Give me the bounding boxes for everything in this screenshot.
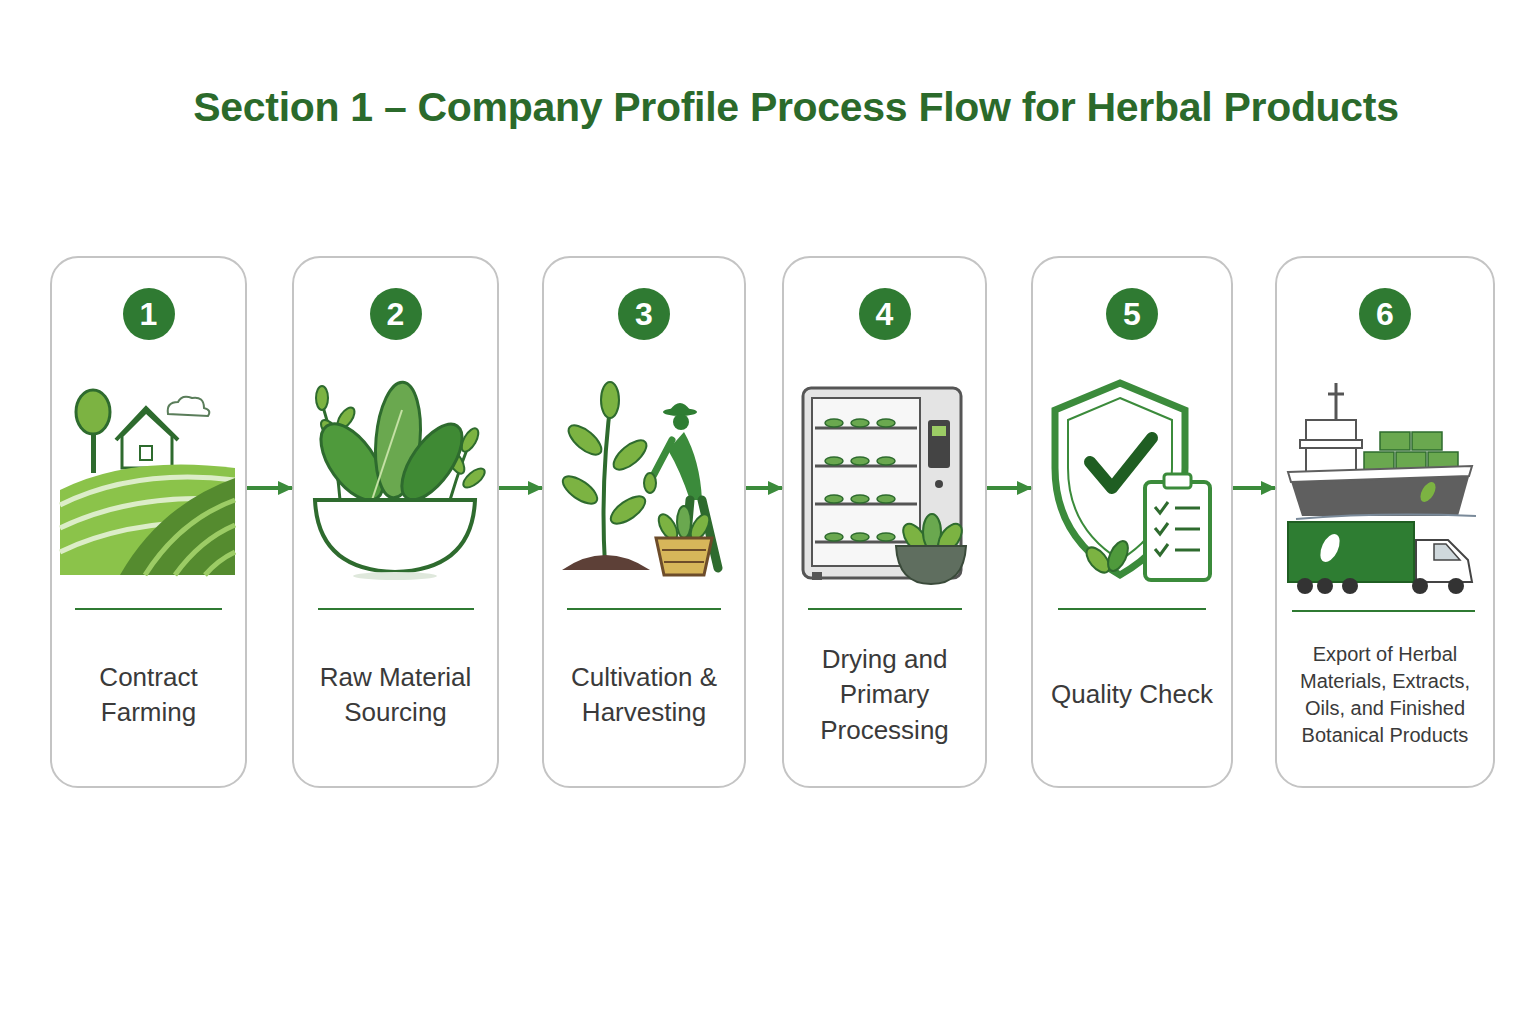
- flow-arrow: [499, 486, 542, 490]
- flow-arrow: [247, 486, 292, 490]
- process-card: Cultivation & Harvesting 3: [542, 256, 746, 788]
- divider-lines: [75, 609, 1475, 611]
- step-label: Contract Farming: [60, 660, 237, 730]
- step-number-circle: 1: [123, 288, 175, 340]
- card-label-area: Raw Material Sourcing: [302, 620, 489, 770]
- step-number: 2: [387, 296, 405, 333]
- card-label-area: Export of Herbal Materials, Extracts, Oi…: [1285, 620, 1485, 770]
- step-label: Cultivation & Harvesting: [552, 660, 736, 730]
- process-card: Raw Material Sourcing 2: [292, 256, 499, 788]
- step-number: 3: [635, 296, 653, 333]
- step-label: Export of Herbal Materials, Extracts, Oi…: [1285, 641, 1485, 749]
- step-label: Quality Check: [1051, 677, 1213, 712]
- flow-arrow: [1233, 486, 1275, 490]
- card-label-area: Quality Check: [1041, 620, 1223, 770]
- step-number: 4: [876, 296, 894, 333]
- step-number: 6: [1376, 296, 1394, 333]
- step-number-circle: 4: [859, 288, 911, 340]
- card-label-area: Contract Farming: [60, 620, 237, 770]
- card-label-area: Drying and Primary Processing: [792, 620, 977, 770]
- diagram-title: Section 1 – Company Profile Process Flow…: [40, 84, 1536, 131]
- flow-arrow: [746, 486, 782, 490]
- step-number-circle: 5: [1106, 288, 1158, 340]
- step-number: 1: [140, 296, 158, 333]
- step-label: Raw Material Sourcing: [302, 660, 489, 730]
- step-number-circle: 3: [618, 288, 670, 340]
- card-label-area: Cultivation & Harvesting: [552, 620, 736, 770]
- step-number-circle: 2: [370, 288, 422, 340]
- process-card: Drying and Primary Processing 4: [782, 256, 987, 788]
- flow-arrow: [987, 486, 1031, 490]
- step-number-circle: 6: [1359, 288, 1411, 340]
- process-card: Quality Check 5: [1031, 256, 1233, 788]
- process-card: Contract Farming 1: [50, 256, 247, 788]
- step-number: 5: [1123, 296, 1141, 333]
- step-label: Drying and Primary Processing: [792, 642, 977, 747]
- process-card: Export of Herbal Materials, Extracts, Oi…: [1275, 256, 1495, 788]
